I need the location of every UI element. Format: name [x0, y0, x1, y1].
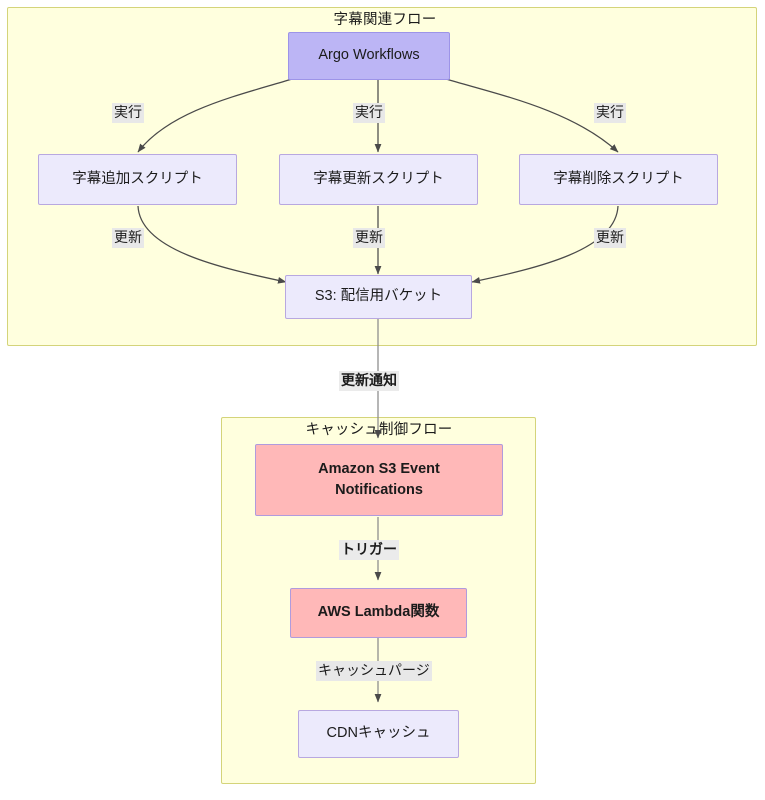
cluster-subtitle-flow-title: 字幕関連フロー	[333, 12, 437, 28]
edge-label-update-left: 更新	[112, 228, 144, 248]
node-subtitle-delete-script[interactable]: 字幕削除スクリプト	[519, 154, 718, 205]
edge-label-exec-mid: 実行	[353, 103, 385, 123]
node-s3-event-notifications[interactable]: Amazon S3 Event Notifications	[255, 444, 503, 516]
node-s3-event-notifications-line1: Amazon S3 Event	[318, 460, 440, 477]
node-s3-event-notifications-line2: Notifications	[335, 482, 423, 498]
node-s3-delivery-bucket[interactable]: S3: 配信用バケット	[285, 275, 472, 319]
edge-label-update-right: 更新	[594, 228, 626, 248]
edge-label-trigger: トリガー	[339, 540, 399, 560]
node-subtitle-add-script[interactable]: 字幕追加スクリプト	[38, 154, 237, 205]
edge-label-update-notification: 更新通知	[339, 371, 399, 391]
node-argo-workflows[interactable]: Argo Workflows	[288, 32, 450, 80]
node-aws-lambda-function[interactable]: AWS Lambda関数	[290, 588, 467, 638]
node-subtitle-update-script[interactable]: 字幕更新スクリプト	[279, 154, 478, 205]
node-cdn-cache[interactable]: CDNキャッシュ	[298, 710, 459, 758]
edge-label-exec-left: 実行	[112, 103, 144, 123]
edge-label-cache-purge: キャッシュパージ	[316, 661, 432, 681]
cluster-cache-flow-title: キャッシュ制御フロー	[305, 422, 453, 438]
edge-label-exec-right: 実行	[594, 103, 626, 123]
edge-label-update-mid: 更新	[353, 228, 385, 248]
